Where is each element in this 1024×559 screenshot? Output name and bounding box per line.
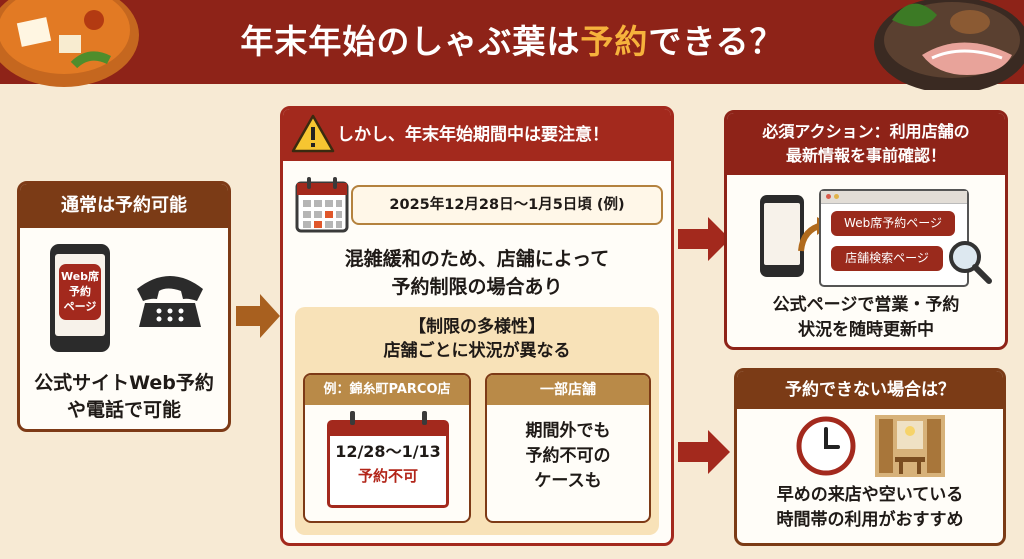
diversity-subtitle: 店舗ごとに状況が異なる <box>383 341 571 361</box>
diversity-title: 【制限の多様性】 <box>409 317 545 337</box>
action-heading: 必須アクション：利用店舗の 最新情報を事前確認！ <box>727 113 1005 175</box>
arrow-right-icon <box>236 294 280 338</box>
magnifier-icon <box>949 241 992 284</box>
telephone-icon <box>137 276 203 327</box>
example-store-heading: 例：錦糸町PARCO店 <box>305 375 469 405</box>
smartphone-icon: Web席 予約 ページ <box>50 244 110 352</box>
warning-icon <box>291 114 335 153</box>
web-reservation-label: Web席 予約 ページ <box>59 264 101 320</box>
store-search-page-button[interactable]: 店舗検索ページ <box>831 246 943 271</box>
some-stores-text: 期間外でも 予約不可の ケースも <box>525 421 611 491</box>
hot-pot-icon <box>0 0 139 87</box>
example-store-box: 例：錦糸町PARCO店 12/28〜1/13 予約不可 <box>303 373 471 523</box>
fallback-card: 予約できない場合は？ 早めの来店や空いている 時間帯の利用がおすすめ <box>734 368 1006 546</box>
store-status: 予約不可 <box>357 467 418 485</box>
fallback-heading: 予約できない場合は？ <box>737 371 1003 409</box>
page-title: 年末年始のしゃぶ葉は予約できる？ <box>150 14 874 70</box>
restaurant-icon <box>875 415 945 477</box>
normal-reservation-card: 通常は予約可能 Web席 予約 ページ 公式サイトWeb予約 や電話で可能 <box>17 181 231 432</box>
title-highlight: 予約 <box>580 22 649 61</box>
some-stores-heading: 一部店舗 <box>487 375 649 405</box>
warning-heading: しかし、年末年始期間中は要注意！ <box>337 125 609 145</box>
arrow-right-icon <box>678 430 730 474</box>
title-text-end: できる？ <box>648 22 784 61</box>
arrow-right-icon <box>678 217 730 261</box>
browser-window: Web席予約ページ 店舗検索ページ <box>819 189 969 287</box>
action-description: 公式ページで営業・予約 状況を随時更新中 <box>772 295 960 340</box>
web-reservation-page-button[interactable]: Web席予約ページ <box>831 211 955 236</box>
calendar-icon <box>295 177 349 233</box>
clock-icon <box>796 416 856 476</box>
store-closed-dates: 12/28〜1/13 <box>335 442 441 461</box>
action-card: 必須アクション：利用店舗の 最新情報を事前確認！ Web席予約ページ 店舗検索ペ… <box>724 110 1008 350</box>
normal-description: 公式サイトWeb予約 や電話で可能 <box>34 372 214 421</box>
warning-card: しかし、年末年始期間中は要注意！ 2025年12月28日〜1月5日頃 (例) 混… <box>280 106 674 546</box>
store-calendar: 12/28〜1/13 予約不可 <box>327 411 449 508</box>
period-label: 2025年12月28日〜1月5日頃 (例) <box>351 185 663 225</box>
header-banner: 年末年始のしゃぶ葉は予約できる？ <box>0 0 1024 90</box>
some-stores-box: 一部店舗 期間外でも 予約不可の ケースも <box>485 373 651 523</box>
diversity-panel: 【制限の多様性】 店舗ごとに状況が異なる 例：錦糸町PARCO店 12/28〜1… <box>295 307 659 535</box>
hot-pot-icon <box>874 0 1024 90</box>
normal-heading: 通常は予約可能 <box>20 184 228 228</box>
warning-heading-bar <box>283 109 671 161</box>
warning-description: 混雑緩和のため、店舗によって 予約制限の場合あり <box>344 248 610 298</box>
fallback-description: 早めの来店や空いている 時間帯の利用がおすすめ <box>776 485 964 530</box>
title-text: 年末年始のしゃぶ葉は <box>240 22 581 61</box>
smartphone-icon <box>760 195 804 277</box>
